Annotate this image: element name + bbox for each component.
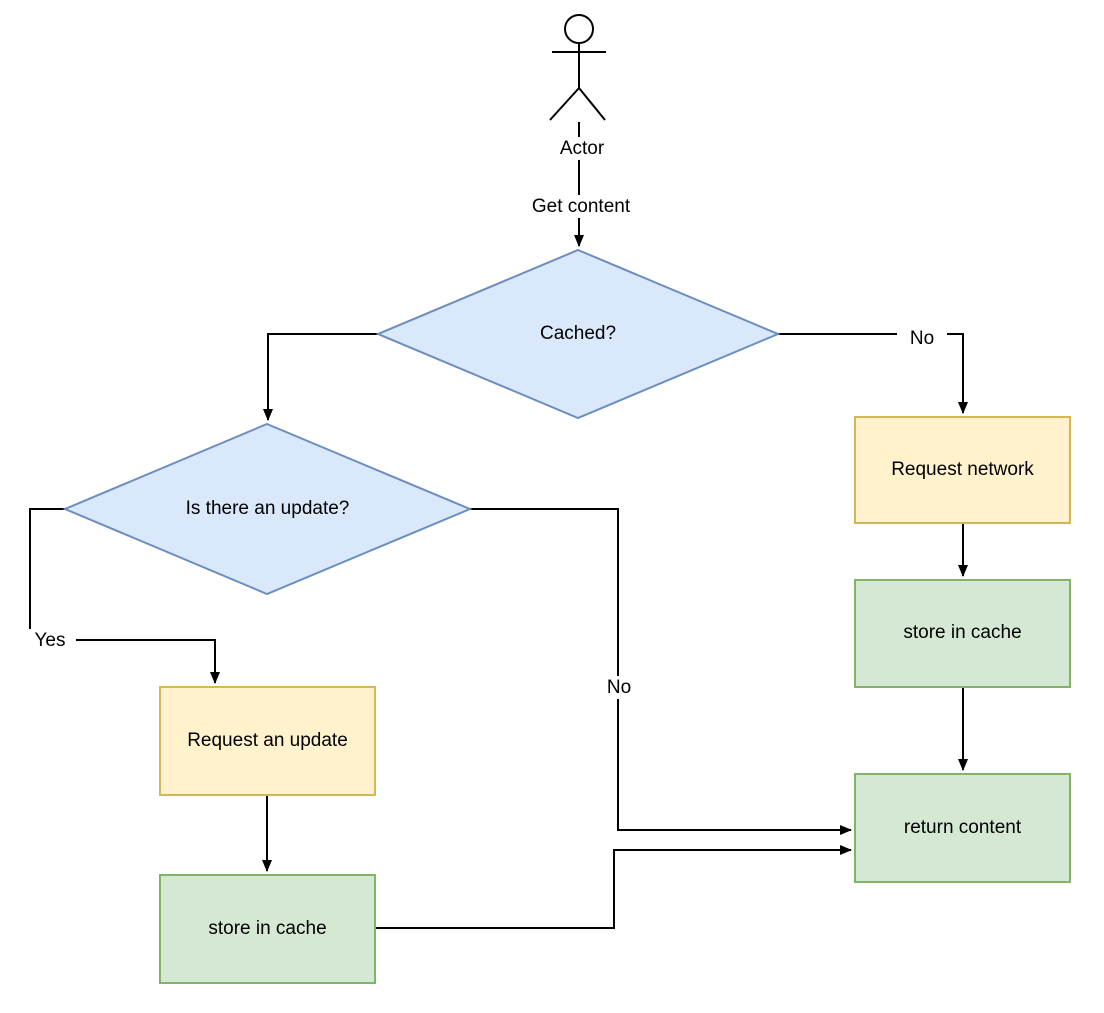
actor-icon xyxy=(549,14,606,121)
edge-storeleft-to-returncontent xyxy=(375,845,852,929)
node-store-in-cache-left xyxy=(159,874,376,984)
edge-cached-to-isupdate xyxy=(263,333,378,421)
edge-cached-no-to-requestnetwork xyxy=(778,333,968,414)
node-request-network xyxy=(854,416,1071,524)
node-request-update xyxy=(159,686,376,796)
node-isupdate-decision xyxy=(62,422,473,596)
edge-isupdate-no-to-returncontent xyxy=(470,508,852,835)
node-store-in-cache-right xyxy=(854,579,1071,688)
node-return-content xyxy=(854,773,1071,883)
node-cached-decision xyxy=(375,248,781,420)
